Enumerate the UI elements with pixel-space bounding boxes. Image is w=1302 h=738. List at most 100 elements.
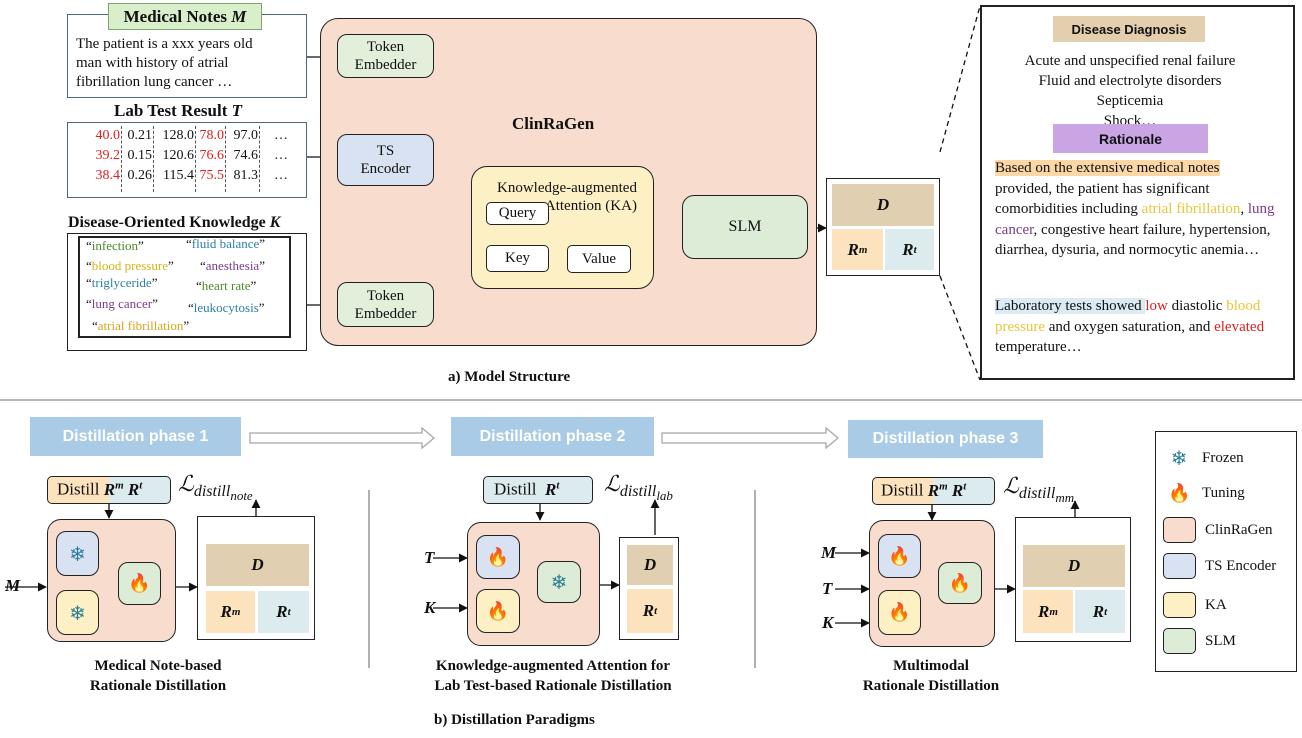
token-embedder-bottom: Token Embedder: [337, 282, 434, 327]
phase2-input-k: K: [424, 598, 436, 617]
phase1-distill-label: Distill Rm Rt: [57, 479, 143, 499]
lab-column-divider: [121, 126, 122, 192]
phase2-input-t: T: [424, 548, 435, 567]
lab-value-cell: …: [274, 148, 288, 163]
flame-icon: 🔥: [888, 545, 911, 566]
knowledge-keyword: “anesthesia”: [200, 258, 265, 273]
rationale-text-run: low: [1145, 298, 1168, 314]
flame-icon: 🔥: [486, 546, 510, 567]
phase3-ts-encoder: 🔥: [878, 534, 921, 578]
phase-3-header: Distillation phase 3: [848, 420, 1043, 458]
rationale-text-run: elevated: [1214, 318, 1265, 335]
rationale-text-run: temperature…: [995, 339, 1082, 355]
legend-tuning: 🔥 Tuning: [1168, 483, 1245, 503]
diagnosis-header: Disease Diagnosis: [1053, 16, 1205, 42]
legend-ka: KA: [1163, 592, 1227, 618]
medical-notes-text: The patient is a xxx years old man with …: [76, 36, 253, 90]
snowflake-icon: ❄: [550, 570, 568, 594]
rationale-text-run: blood pressure: [995, 298, 1261, 335]
lab-value-cell: …: [274, 168, 288, 183]
phase2-ts-encoder: 🔥: [476, 535, 520, 579]
knowledge-title: Disease-Oriented Knowledge K: [68, 214, 281, 231]
phase3-slm: 🔥: [938, 562, 982, 604]
phase1-ts-encoder: ❄: [56, 531, 99, 576]
flame-icon: 🔥: [486, 600, 510, 621]
lab-column-divider: [259, 126, 260, 192]
lab-column-divider: [195, 126, 196, 192]
lab-value-cell: 39.2: [95, 148, 121, 163]
rationale-text-run: atrial fibrillation: [1141, 201, 1241, 217]
lab-value-cell: 38.4: [95, 168, 121, 183]
knowledge-keyword: “blood pressure”: [86, 258, 174, 273]
legend-frozen: ❄ Frozen: [1168, 446, 1244, 470]
rationale-text-run: provided, the patient has significant co…: [995, 180, 1210, 218]
phase3-input-t: T: [822, 579, 833, 598]
lab-value-cell: 0.26: [127, 168, 153, 183]
phase3-input-m: M: [821, 543, 837, 562]
rationale-header: Rationale: [1053, 124, 1208, 153]
legend-clinragen: ClinRaGen: [1163, 517, 1273, 543]
phase1-ka: ❄: [56, 590, 99, 635]
lab-value-cell: 81.3: [233, 168, 259, 183]
phase2-loss: ℒdistilllab: [604, 471, 673, 504]
phase-1-header: Distillation phase 1: [30, 417, 241, 456]
key-box: Key: [486, 245, 549, 272]
output-box-a: [826, 178, 940, 276]
lab-test-table: [67, 122, 307, 198]
legend-slm: SLM: [1163, 628, 1236, 654]
phase1-input-m: M: [5, 576, 21, 595]
phase1-distill-box: [47, 476, 171, 504]
phase3-ka: 🔥: [878, 590, 921, 635]
phase1-slm: 🔥: [118, 562, 161, 605]
phase3-distill-box: [872, 477, 995, 505]
snowflake-icon: ❄: [69, 541, 86, 566]
legend-ts-encoder: TS Encoder: [1163, 553, 1276, 579]
lab-value-cell: 40.0: [95, 128, 121, 143]
lab-value-cell: 76.6: [199, 148, 225, 163]
phase2-ka: 🔥: [476, 589, 520, 633]
phase1-output-box: [197, 516, 315, 640]
snowflake-icon: ❄: [1170, 446, 1188, 470]
lab-value-cell: 97.0: [233, 128, 259, 143]
knowledge-keyword: “triglyceride”: [86, 275, 158, 290]
knowledge-outer-box: [67, 233, 307, 351]
rationale-text-run: lung cancer: [995, 201, 1275, 238]
lab-value-cell: 74.6: [233, 148, 259, 163]
output-d-cell: D: [832, 184, 934, 226]
rationale-text-run: ,: [1240, 201, 1248, 217]
phase3-input-k: K: [822, 613, 834, 632]
lab-test-title: Lab Test Result T: [114, 101, 243, 120]
rationale-paragraph-2: Laboratory tests showed low diastolic bl…: [995, 296, 1280, 358]
rationale-text-run: and oxygen saturation, and: [1044, 318, 1215, 335]
ts-encoder: TS Encoder: [337, 134, 434, 186]
clinragen-label: ClinRaGen: [512, 114, 595, 133]
phase2-output-box: [619, 537, 679, 640]
phase2-slm: ❄: [537, 561, 581, 603]
knowledge-keyword: “lung cancer”: [86, 296, 158, 311]
phase3-distill-label: Distill Rm Rt: [881, 480, 967, 500]
phase2-distill-box: [483, 476, 593, 504]
lab-value-cell: 75.5: [199, 168, 225, 183]
rationale-text-run: , congestive heart failure, hypertension…: [995, 221, 1271, 259]
phase-2-header: Distillation phase 2: [451, 417, 654, 456]
phase3-output-box: [1015, 517, 1131, 642]
flame-icon: 🔥: [128, 573, 151, 593]
lab-value-cell: …: [274, 128, 288, 143]
phase3-d-cell: D: [1023, 545, 1125, 587]
panel-a-caption: a) Model Structure: [448, 369, 571, 385]
flame-icon: 🔥: [1168, 483, 1191, 503]
knowledge-keyword: “leukocytosis”: [188, 300, 265, 315]
lab-value-cell: 0.21: [127, 128, 153, 143]
slm-box: SLM: [682, 195, 808, 259]
rationale-detail-panel: [980, 5, 1295, 380]
lab-value-cell: 120.6: [162, 148, 195, 163]
